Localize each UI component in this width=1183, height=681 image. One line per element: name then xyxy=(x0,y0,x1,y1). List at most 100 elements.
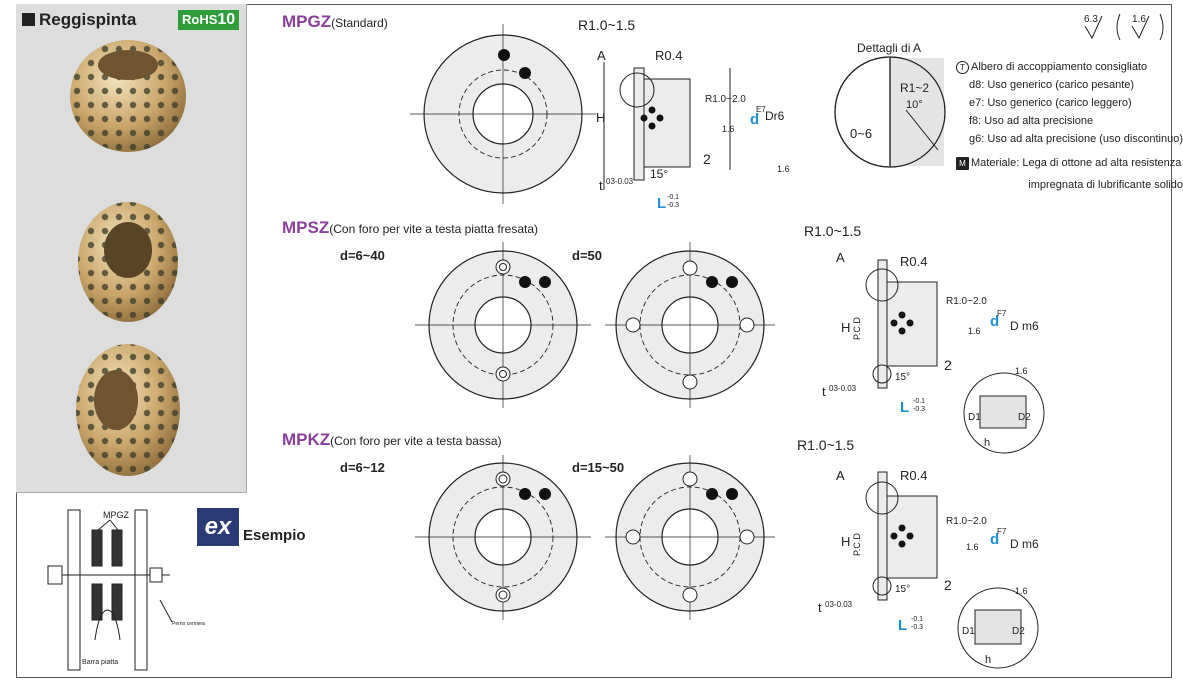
dim-a: A xyxy=(597,48,606,63)
dim-h: H xyxy=(596,110,605,125)
product-photo-2 xyxy=(78,202,178,322)
example-drawing xyxy=(47,509,173,671)
dim-L-tol-top: -0.1 xyxy=(667,194,679,201)
mpkz-front-view-2 xyxy=(605,455,775,620)
dim-D: Dr6 xyxy=(765,109,785,123)
dim-t: t xyxy=(599,178,603,193)
dim-d: d xyxy=(750,111,759,128)
mpsz-dim-d: d xyxy=(990,313,999,330)
dim-L-tol-bot: -0.3 xyxy=(667,202,679,209)
mpsz-front-view-2 xyxy=(605,242,775,408)
mpkz-section-view xyxy=(865,471,1039,669)
mpsz-dim-h-small: h xyxy=(984,437,990,449)
section-heading-mpkz: MPKZ(Con foro per vite a testa bassa) xyxy=(282,430,502,449)
page-title: Reggispinta xyxy=(22,10,136,30)
mpkz-roughness-2: 1.6 xyxy=(1015,586,1028,596)
dim-L: L xyxy=(657,195,666,212)
detail-title: Dettagli di A xyxy=(857,41,921,55)
mpkz-dim-pcd: P.C.D xyxy=(852,533,862,556)
mpsz-dim-L-tol-bot: -0.3 xyxy=(913,406,925,413)
note-item: f8: Uso ad alta precisione xyxy=(969,115,1094,127)
mpsz-dim-a: A xyxy=(836,250,845,265)
mpkz-dim-L-tol-top: -0.1 xyxy=(911,616,923,623)
mpsz-dim-angle: 15° xyxy=(895,372,910,383)
mpkz-dim-d: d xyxy=(990,531,999,548)
material-note-2: impregnata di lubrificante solido xyxy=(1028,179,1183,191)
note-item: e7: Uso generico (carico leggero) xyxy=(969,97,1132,109)
mpkz-roughness: 1.6 xyxy=(966,542,979,552)
mpsz-dim-D1: D1 xyxy=(968,412,981,423)
mpkz-dim-r-inner: R1.0~2.0 xyxy=(946,516,987,527)
example-bar-label: Barra piatta xyxy=(82,659,118,666)
mpsz-dim-t: t xyxy=(822,384,826,399)
example-part-label: MPGZ xyxy=(103,510,130,520)
detail-a-view xyxy=(834,56,946,168)
mpkz-dim-angle: 15° xyxy=(895,584,910,595)
mpkz-dim-L-tol-bot: -0.3 xyxy=(911,624,923,631)
roughness-value-b: 1.6 xyxy=(1132,14,1146,25)
size-label-mpsz-2: d=50 xyxy=(572,248,602,263)
product-photo-3 xyxy=(76,344,180,476)
mpkz-dim-2: 2 xyxy=(944,577,952,593)
dim-angle: 15° xyxy=(650,167,668,181)
mpkz-dim-h: H xyxy=(841,534,850,549)
mpsz-dim-d-tol: F7 xyxy=(997,309,1007,318)
example-icon: ex xyxy=(197,508,239,546)
mpsz-dim-h: H xyxy=(841,320,850,335)
mpkz-dim-L: L xyxy=(898,617,907,634)
mpsz-dim-r-small: R0.4 xyxy=(900,254,927,269)
roughness-mark-2: 1.6 xyxy=(777,164,790,174)
size-label-mpsz-1: d=6~40 xyxy=(340,248,385,263)
detail-radius: R1~2 xyxy=(900,81,929,95)
mpgz-front-view xyxy=(410,24,596,204)
mpsz-dim-D: D m6 xyxy=(1010,319,1039,333)
mpsz-roughness-2: 1.6 xyxy=(1015,366,1028,376)
dim-r-inner: R1.0~2.0 xyxy=(705,94,746,105)
mpsz-dim-t-tol: 03-0.03 xyxy=(829,384,857,393)
size-label-mpkz-2: d=15~50 xyxy=(572,460,625,475)
mpsz-dim-L: L xyxy=(900,399,909,416)
note-item: g6: Uso ad alta precisione (uso disconti… xyxy=(969,133,1183,145)
mpkz-dim-t: t xyxy=(818,600,822,615)
mpsz-dim-D2: D2 xyxy=(1018,412,1031,423)
mpsz-roughness: 1.6 xyxy=(968,326,981,336)
example-label: Esempio xyxy=(243,527,306,544)
detail-angle: 10° xyxy=(906,99,923,111)
mpkz-dim-D1: D1 xyxy=(962,626,975,637)
roughness-symbols xyxy=(1084,13,1164,41)
mpkz-dim-D2: D2 xyxy=(1012,626,1025,637)
mpsz-section-view xyxy=(865,259,1045,454)
section-heading-mpgz: MPGZ(Standard) xyxy=(282,12,388,31)
size-label-mpkz-1: d=6~12 xyxy=(340,460,385,475)
mpkz-dim-D: D m6 xyxy=(1010,537,1039,551)
detail-dim: 0~6 xyxy=(850,126,872,141)
mpsz-dim-2: 2 xyxy=(944,357,952,373)
mpsz-dim-pcd: P.C.D xyxy=(852,317,862,340)
mpsz-dim-r-big: R1.0~1.5 xyxy=(804,223,861,239)
mpsz-dim-r-inner: R1.0~2.0 xyxy=(946,296,987,307)
mpkz-dim-h-small: h xyxy=(985,654,991,666)
mpgz-section-view xyxy=(603,62,731,190)
dim-2: 2 xyxy=(703,151,711,167)
roughness-mark: 1.6 xyxy=(722,124,735,134)
mpkz-dim-r-big: R1.0~1.5 xyxy=(797,437,854,453)
roughness-value-a: 6.3 xyxy=(1084,14,1098,25)
mpkz-dim-a: A xyxy=(836,468,845,483)
section-heading-mpsz: MPSZ(Con foro per vite a testa piatta fr… xyxy=(282,218,539,237)
dim-r-big: R1.0~1.5 xyxy=(578,17,635,33)
mpkz-dim-d-tol: F7 xyxy=(997,527,1007,536)
note-item: d8: Uso generico (carico pesante) xyxy=(969,79,1135,91)
dim-d-tol: E7 xyxy=(756,105,766,114)
mpsz-dim-L-tol-top: -0.1 xyxy=(913,398,925,405)
product-photo-1 xyxy=(70,40,186,152)
mpkz-dim-t-tol: 03-0.03 xyxy=(825,600,853,609)
mpkz-dim-r-small: R0.4 xyxy=(900,468,927,483)
dim-r-small: R0.4 xyxy=(655,48,682,63)
material-icon: M xyxy=(956,157,969,170)
mpkz-front-view-1 xyxy=(415,455,591,620)
example-pin-label: Perno cerniera xyxy=(172,621,205,627)
